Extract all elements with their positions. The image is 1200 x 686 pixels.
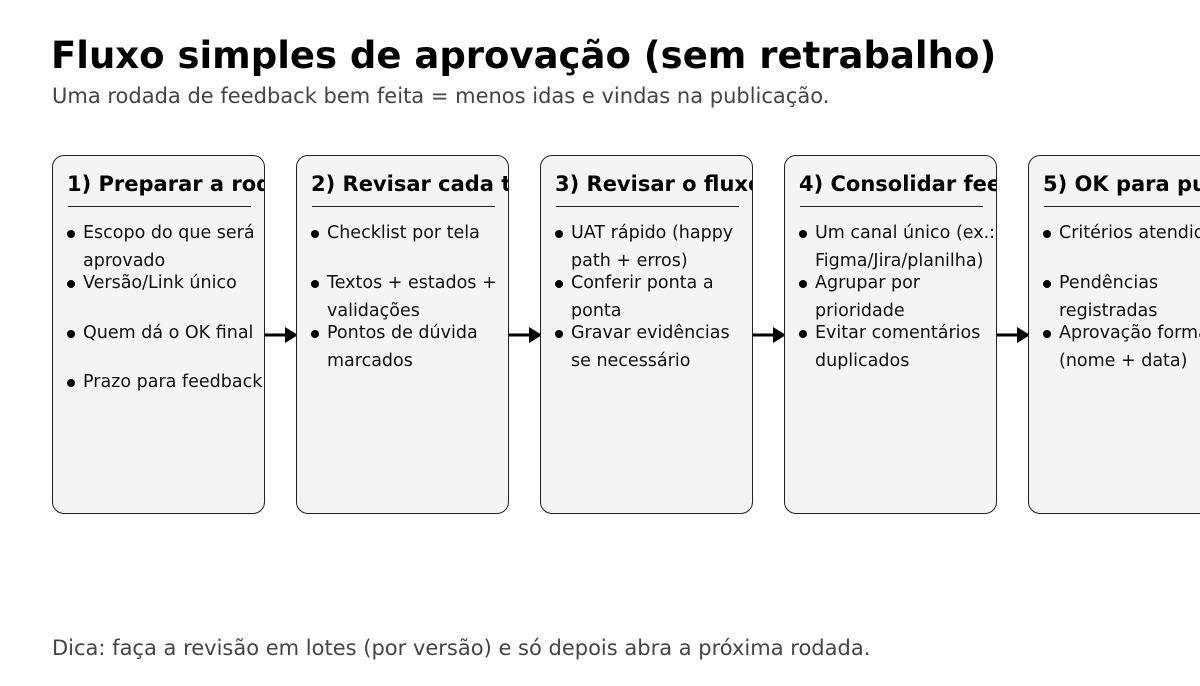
arrow-right-icon [509, 325, 543, 345]
step-bullet: Gravar evidências se necessário [555, 320, 752, 375]
step-divider [556, 206, 739, 207]
step-bullet-text: Gravar evidências se necessário [571, 323, 730, 371]
bullet-dot-icon [555, 330, 563, 338]
step-title: 5) OK para publicar [1043, 172, 1200, 196]
arrow-right-icon [997, 325, 1031, 345]
bullet-dot-icon [1043, 230, 1051, 238]
step-bullet-text: Escopo do que será aprovado [83, 223, 255, 271]
step-bullet-text: Um canal único (ex.: Figma/Jira/planilha… [815, 223, 996, 271]
step-card-5: 5) OK para publicar Critérios atendidos … [1028, 155, 1200, 514]
bullet-dot-icon [799, 330, 807, 338]
step-card-2: 2) Revisar cada tela Checklist por tela … [296, 155, 509, 514]
step-bullet: Critérios atendidos [1043, 220, 1200, 248]
step-bullet: Evitar comentários duplicados [799, 320, 996, 375]
step-bullet-text: Pendências registradas [1059, 273, 1159, 321]
bullet-dot-icon [799, 280, 807, 288]
step-bullet: Quem dá o OK final [67, 320, 264, 348]
bullet-dot-icon [67, 379, 75, 387]
step-title: 4) Consolidar feedback [799, 172, 996, 196]
bullet-dot-icon [311, 280, 319, 288]
bullet-dot-icon [311, 330, 319, 338]
step-title: 3) Revisar o fluxo [555, 172, 753, 196]
step-divider [800, 206, 983, 207]
step-title: 2) Revisar cada tela [311, 172, 508, 196]
bullet-dot-icon [311, 230, 319, 238]
step-bullet-text: Prazo para feedback [83, 372, 263, 392]
step-bullet-text: Pontos de dúvida marcados [327, 323, 478, 371]
step-bullet: Pontos de dúvida marcados [311, 320, 508, 375]
step-bullet: Escopo do que será aprovado [67, 220, 264, 275]
bullet-dot-icon [1043, 280, 1051, 288]
step-bullet: Agrupar por prioridade [799, 270, 996, 325]
bullet-dot-icon [67, 330, 75, 338]
step-bullet: Prazo para feedback [67, 369, 264, 397]
step-card-1: 1) Preparar a rodada Escopo do que será … [52, 155, 265, 514]
step-bullet-text: Textos + estados + validações [327, 273, 497, 321]
step-bullet-text: Critérios atendidos [1059, 223, 1200, 243]
step-title: 1) Preparar a rodada [67, 172, 264, 196]
bullet-dot-icon [555, 280, 563, 288]
step-bullet: Checklist por tela [311, 220, 508, 248]
step-bullet: Aprovação formal (nome + data) [1043, 320, 1200, 375]
step-bullet-text: Quem dá o OK final [83, 323, 254, 343]
diagram-title: Fluxo simples de aprovação (sem retrabal… [51, 34, 997, 77]
arrow-right-icon [265, 325, 299, 345]
step-bullet-text: Versão/Link único [83, 273, 237, 293]
step-bullet-text: Agrupar por prioridade [815, 273, 920, 321]
step-bullet-text: Conferir ponta a ponta [571, 273, 714, 321]
bullet-dot-icon [799, 230, 807, 238]
tip-text: Dica: faça a revisão em lotes (por versã… [52, 636, 871, 660]
arrow-right-icon [753, 325, 787, 345]
step-bullet-text: Checklist por tela [327, 223, 480, 243]
step-bullet-text: UAT rápido (happy path + erros) [571, 223, 734, 271]
bullet-dot-icon [67, 230, 75, 238]
bullet-dot-icon [67, 280, 75, 288]
step-card-4: 4) Consolidar feedback Um canal único (e… [784, 155, 997, 514]
step-divider [1044, 206, 1200, 207]
step-bullet: Textos + estados + validações [311, 270, 508, 325]
step-bullet: Pendências registradas [1043, 270, 1200, 325]
step-bullet: Conferir ponta a ponta [555, 270, 752, 325]
bullet-dot-icon [555, 230, 563, 238]
diagram-subtitle: Uma rodada de feedback bem feita = menos… [52, 84, 830, 108]
step-bullet: UAT rápido (happy path + erros) [555, 220, 752, 275]
step-bullet-text: Aprovação formal (nome + data) [1059, 323, 1200, 371]
bullet-dot-icon [1043, 330, 1051, 338]
step-bullet: Um canal único (ex.: Figma/Jira/planilha… [799, 220, 996, 275]
step-card-3: 3) Revisar o fluxo UAT rápido (happy pat… [540, 155, 753, 514]
step-divider [312, 206, 495, 207]
step-divider [68, 206, 251, 207]
step-bullet: Versão/Link único [67, 270, 264, 298]
step-bullet-text: Evitar comentários duplicados [815, 323, 981, 371]
